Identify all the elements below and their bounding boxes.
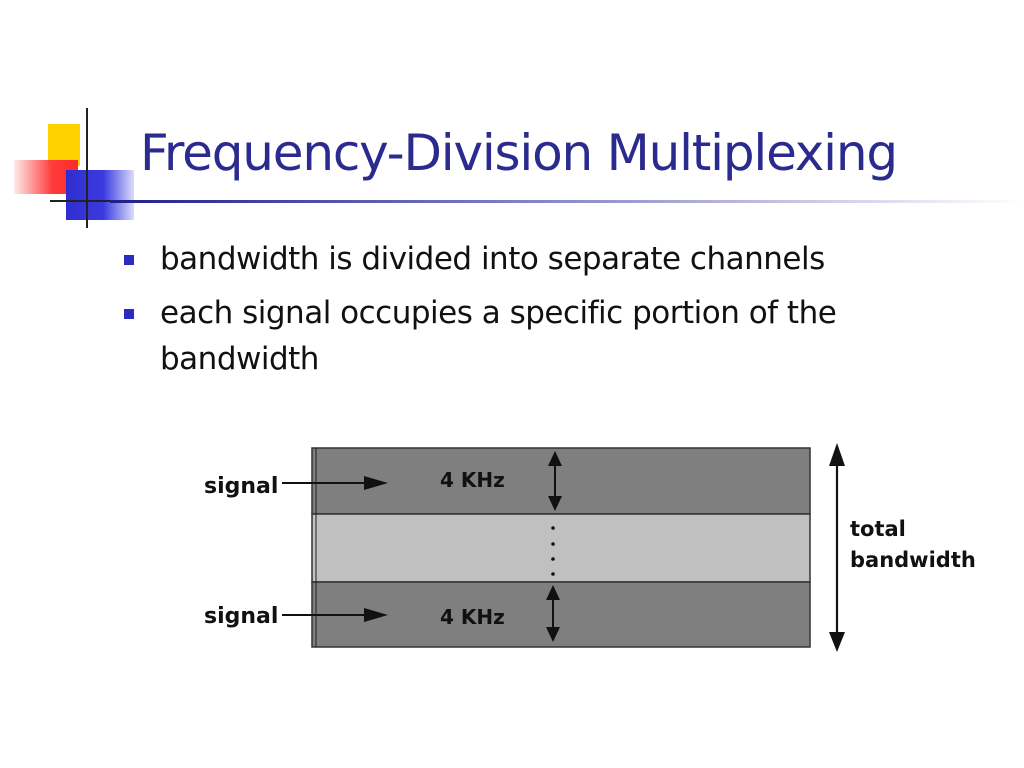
total-bandwidth-arrow — [829, 443, 845, 652]
bandwidth-label-bottom: 4 KHz — [440, 605, 505, 629]
bullet-square-icon — [124, 255, 134, 265]
ornament-horizontal-line — [50, 200, 122, 202]
bandwidth-label: bandwidth — [850, 548, 976, 572]
signal-label-bottom: signal — [204, 604, 278, 629]
total-label: total — [850, 517, 906, 541]
slide-title: Frequency-Division Multiplexing — [140, 124, 898, 182]
bullet-square-icon — [124, 309, 134, 319]
signal-arrow-top — [282, 476, 388, 490]
bandwidth-label-top: 4 KHz — [440, 468, 505, 492]
bandwidth-double-arrow-top — [548, 451, 562, 511]
bandwidth-double-arrow-bottom — [546, 585, 560, 642]
channel-band-top — [311, 447, 811, 515]
bullet-item: bandwidth is divided into separate chann… — [124, 236, 984, 282]
ellipsis-dots — [551, 526, 555, 576]
bullet-item: each signal occupies a specific portion … — [124, 290, 984, 382]
signal-label-top: signal — [204, 474, 278, 499]
channel-band-bottom — [311, 581, 811, 648]
guard-band — [311, 513, 811, 583]
ornament-vertical-line — [86, 108, 88, 228]
signal-arrow-bottom — [282, 608, 388, 622]
title-ornament — [0, 0, 140, 240]
ornament-yellow-square — [48, 124, 80, 166]
bullet-list: bandwidth is divided into separate chann… — [124, 236, 984, 390]
ornament-blue-block — [66, 170, 134, 220]
bullet-text: bandwidth is divided into separate chann… — [160, 241, 825, 277]
title-underline — [110, 200, 1024, 203]
bullet-text: each signal occupies a specific portion … — [160, 295, 837, 377]
